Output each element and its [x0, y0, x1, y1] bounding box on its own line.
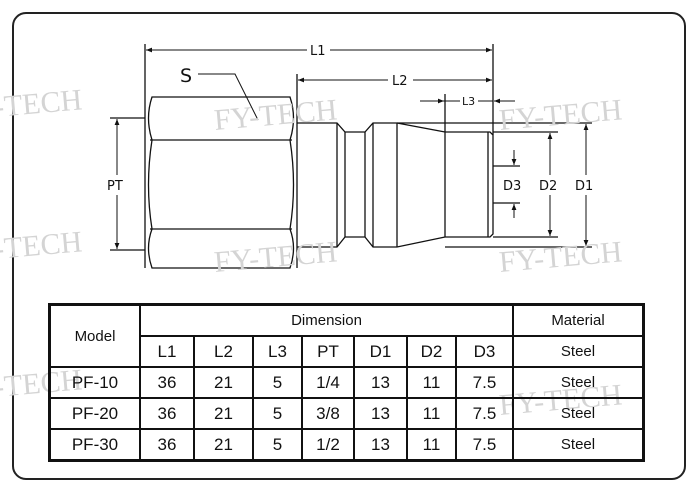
label-d1: D1	[575, 179, 593, 194]
table-row: PF-30 36 21 5 1/2 13 11 7.5 Steel	[48, 428, 645, 462]
svg-text:FY-TECH: FY-TECH	[498, 235, 624, 279]
label-d2: D2	[539, 179, 557, 194]
value-cell: 7.5	[455, 428, 514, 462]
value-cell: 13	[353, 366, 408, 399]
label-s: S	[180, 65, 192, 87]
col-l1: L1	[139, 335, 195, 368]
value-cell: 5	[252, 366, 303, 399]
value-cell: 11	[406, 397, 457, 430]
model-cell: PF-30	[48, 428, 141, 462]
model-header: Model	[48, 303, 141, 368]
value-cell: 5	[252, 397, 303, 430]
col-l3: L3	[252, 335, 303, 368]
label-l2: L2	[392, 74, 408, 89]
value-cell: 13	[353, 428, 408, 462]
label-d3: D3	[503, 179, 521, 194]
value-cell: 1/2	[301, 428, 355, 462]
col-l2: L2	[193, 335, 254, 368]
model-cell: PF-10	[48, 366, 141, 399]
plug-body	[297, 122, 494, 248]
value-cell: 11	[406, 428, 457, 462]
table-row: PF-10 36 21 5 1/4 13 11 7.5 Steel	[48, 366, 645, 399]
col-d2: D2	[406, 335, 457, 368]
model-cell: PF-20	[48, 397, 141, 430]
col-d3: D3	[455, 335, 514, 368]
label-pt: PT	[107, 179, 123, 194]
svg-text:FY-TECH: FY-TECH	[0, 225, 83, 269]
label-l1: L1	[310, 44, 326, 59]
value-cell: 11	[406, 366, 457, 399]
value-cell: 13	[353, 397, 408, 430]
svg-text:FY-TECH: FY-TECH	[213, 235, 339, 279]
col-d1: D1	[353, 335, 408, 368]
column-header-row: L1 L2 L3 PT D1 D2 D3 Steel	[50, 335, 645, 368]
table-row: PF-20 36 21 5 3/8 13 11 7.5 Steel	[48, 397, 645, 430]
dimension-header: Dimension	[139, 303, 514, 337]
value-cell: 36	[139, 428, 195, 462]
sheet-border	[12, 12, 686, 480]
material-cell: Steel	[512, 428, 645, 462]
value-cell: 1/4	[301, 366, 355, 399]
label-l3: L3	[462, 95, 475, 108]
value-cell: 5	[252, 428, 303, 462]
value-cell: 3/8	[301, 397, 355, 430]
svg-text:FY-TECH: FY-TECH	[213, 93, 339, 137]
svg-text:FY-TECH: FY-TECH	[0, 83, 83, 127]
col-pt: PT	[301, 335, 355, 368]
value-cell: 21	[193, 428, 254, 462]
dimension-table: Model Dimension Material L1 L2 L3 PT D1 …	[48, 303, 645, 462]
material-subheader: Steel	[512, 335, 645, 368]
value-cell: 21	[193, 366, 254, 399]
material-header: Material	[512, 303, 645, 337]
svg-text:FY-TECH: FY-TECH	[498, 93, 624, 137]
value-cell: 7.5	[455, 366, 514, 399]
value-cell: 36	[139, 366, 195, 399]
value-cell: 7.5	[455, 397, 514, 430]
value-cell: 21	[193, 397, 254, 430]
material-cell: Steel	[512, 366, 645, 399]
material-cell: Steel	[512, 397, 645, 430]
value-cell: 36	[139, 397, 195, 430]
